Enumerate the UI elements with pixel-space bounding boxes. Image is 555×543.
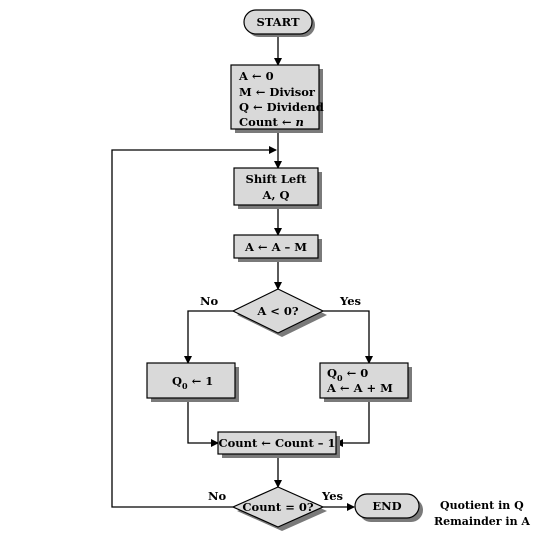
q0-zero-suffix: ← 0 (343, 366, 369, 380)
q0-one-sub: 0 (182, 381, 188, 391)
arrow-decision1-yes (323, 310, 373, 364)
arrow-decision1-no (184, 310, 233, 364)
shift-line-2: A, Q (262, 188, 290, 202)
end-label: END (372, 499, 401, 513)
init-line-count: Count ← n (239, 115, 304, 129)
connectors (111, 33, 373, 511)
init-line-a: A ← 0 (238, 69, 274, 83)
q0-set-zero-box: Q0 ← 0 A ← A + M (319, 362, 412, 402)
init-line-m: M ← Divisor (239, 85, 316, 99)
init-box: A ← 0 M ← Divisor Q ← Dividend Count ← n (230, 64, 324, 133)
count-decrement-label: Count ← Count – 1 (218, 436, 335, 450)
q0-zero-sub: 0 (337, 373, 343, 383)
decision2-no-label: No (208, 489, 227, 503)
init-count-prefix: Count ← (239, 115, 296, 129)
shift-line-1: Shift Left (246, 172, 308, 186)
start-label: START (256, 15, 300, 29)
result-remainder-label: Remainder in A (434, 515, 530, 528)
init-count-var: n (296, 115, 304, 129)
subtract-box: A ← A – M (233, 234, 322, 262)
decision1-yes-label: Yes (339, 294, 361, 308)
init-line-q: Q ← Dividend (239, 100, 324, 114)
decision2-yes-label: Yes (321, 489, 343, 503)
result-quotient-label: Quotient in Q (440, 499, 524, 512)
decision1-label: A < 0? (256, 304, 299, 318)
decision-a-less-than-zero: A < 0? (231, 288, 327, 337)
end-terminal: END (354, 493, 423, 522)
q0-zero-label: Q0 ← 0 (327, 366, 368, 383)
count-decrement-box: Count ← Count – 1 (217, 431, 340, 458)
arrow-decision2-no-loop (111, 146, 277, 508)
shift-box: Shift Left A, Q (233, 167, 322, 209)
q0-set-one-box: Q0 ← 1 (146, 362, 239, 402)
q0-one-prefix: Q (172, 374, 182, 388)
q0-one-suffix: ← 1 (188, 374, 214, 388)
subtract-label: A ← A – M (244, 240, 307, 254)
start-terminal: START (243, 9, 315, 37)
add-back-label: A ← A + M (326, 381, 393, 395)
decision-count-zero: Count = 0? (231, 486, 327, 531)
q0-one-label: Q0 ← 1 (172, 374, 213, 391)
decision2-label: Count = 0? (242, 500, 314, 514)
arrow-q0one-to-count (187, 398, 219, 447)
arrow-q0zero-to-count (335, 398, 370, 447)
decision1-no-label: No (200, 294, 219, 308)
q0-zero-prefix: Q (327, 366, 337, 380)
